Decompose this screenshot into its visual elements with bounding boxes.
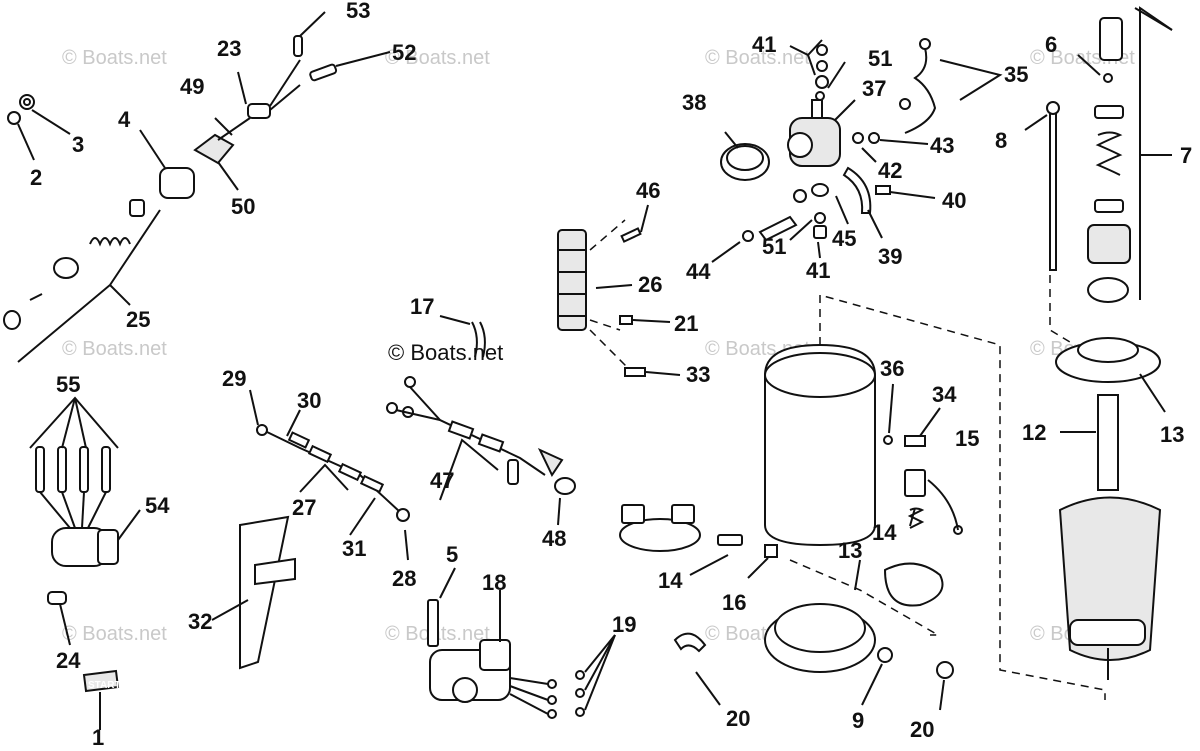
label-43: 43	[930, 133, 954, 158]
label-19: 19	[612, 612, 636, 637]
lock-washers	[7, 94, 71, 161]
label-15: 15	[955, 426, 979, 451]
watermark: © Boats.net	[705, 47, 810, 69]
watermark: © Boats.net	[385, 47, 490, 69]
label-39: 39	[878, 244, 902, 269]
key-switch-parts-group	[3, 199, 161, 363]
solenoid-assembly: START	[29, 396, 141, 730]
label-45: 45	[832, 226, 856, 251]
label-24: 24	[56, 648, 81, 673]
power-harness	[386, 315, 576, 526]
label-40: 40	[942, 188, 966, 213]
label-41-bottom: 41	[806, 258, 830, 283]
label-33: 33	[686, 362, 710, 387]
watermark: © Boats.net	[62, 623, 167, 645]
ignition-switch	[427, 567, 616, 719]
starter-solenoid	[711, 38, 1003, 263]
label-47: 47	[430, 468, 454, 493]
label-13-top: 13	[1160, 422, 1184, 447]
label-14-spring: 14	[872, 520, 897, 545]
label-25: 25	[126, 307, 150, 332]
label-42: 42	[878, 158, 902, 183]
label-54: 54	[145, 493, 170, 518]
label-31: 31	[342, 536, 366, 561]
label-26: 26	[638, 272, 662, 297]
label-20-clamp: 20	[726, 706, 750, 731]
watermark: © Boats.net	[62, 47, 167, 69]
choke-lever	[211, 515, 296, 670]
label-17: 17	[410, 294, 434, 319]
label-6: 6	[1045, 32, 1057, 57]
callout-labels: 1 2 3 4 5 6 7 8 9 12 13 13 14 14 15 16 1…	[30, 0, 1192, 750]
label-12: 12	[1022, 420, 1046, 445]
label-50: 50	[231, 194, 255, 219]
starter-frame	[764, 294, 1106, 700]
label-44: 44	[686, 259, 711, 284]
label-13-bottom: 13	[838, 538, 862, 563]
label-4: 4	[118, 107, 131, 132]
label-21: 21	[674, 311, 698, 336]
label-48: 48	[542, 526, 566, 551]
label-37: 37	[862, 76, 886, 101]
key-switch-bushing	[139, 129, 195, 199]
label-27: 27	[292, 495, 316, 520]
armature-drive	[1024, 6, 1173, 680]
label-53: 53	[346, 0, 370, 23]
label-36: 36	[880, 356, 904, 381]
label-34: 34	[932, 382, 957, 407]
copyright-text: © Boats.net	[388, 340, 503, 365]
ground-harness	[249, 389, 410, 561]
label-32: 32	[188, 609, 212, 634]
label-49: 49	[180, 74, 204, 99]
label-30: 30	[297, 388, 321, 413]
label-7: 7	[1180, 143, 1192, 168]
label-28: 28	[392, 566, 416, 591]
label-55: 55	[56, 372, 80, 397]
label-2: 2	[30, 165, 42, 190]
label-18: 18	[482, 570, 506, 595]
label-23: 23	[217, 36, 241, 61]
label-52: 52	[392, 40, 416, 65]
key-switch-harness	[193, 11, 391, 191]
label-5: 5	[446, 542, 458, 567]
label-35: 35	[1004, 62, 1028, 87]
label-51-bottom: 51	[762, 234, 786, 259]
label-16: 16	[722, 590, 746, 615]
label-46: 46	[636, 178, 660, 203]
label-20-nut: 20	[910, 717, 934, 742]
label-8: 8	[995, 128, 1007, 153]
label-29: 29	[222, 366, 246, 391]
label-41-top: 41	[752, 32, 776, 57]
label-3: 3	[72, 132, 84, 157]
watermark: © Boats.net	[62, 338, 167, 360]
label-9: 9	[852, 708, 864, 733]
terminal-block	[557, 204, 681, 377]
label-38: 38	[682, 90, 706, 115]
label-14-brush: 14	[658, 568, 683, 593]
label-51-top: 51	[868, 46, 892, 71]
brush-assembly	[619, 469, 963, 711]
label-1: 1	[92, 725, 104, 750]
start-badge: START	[88, 680, 121, 691]
